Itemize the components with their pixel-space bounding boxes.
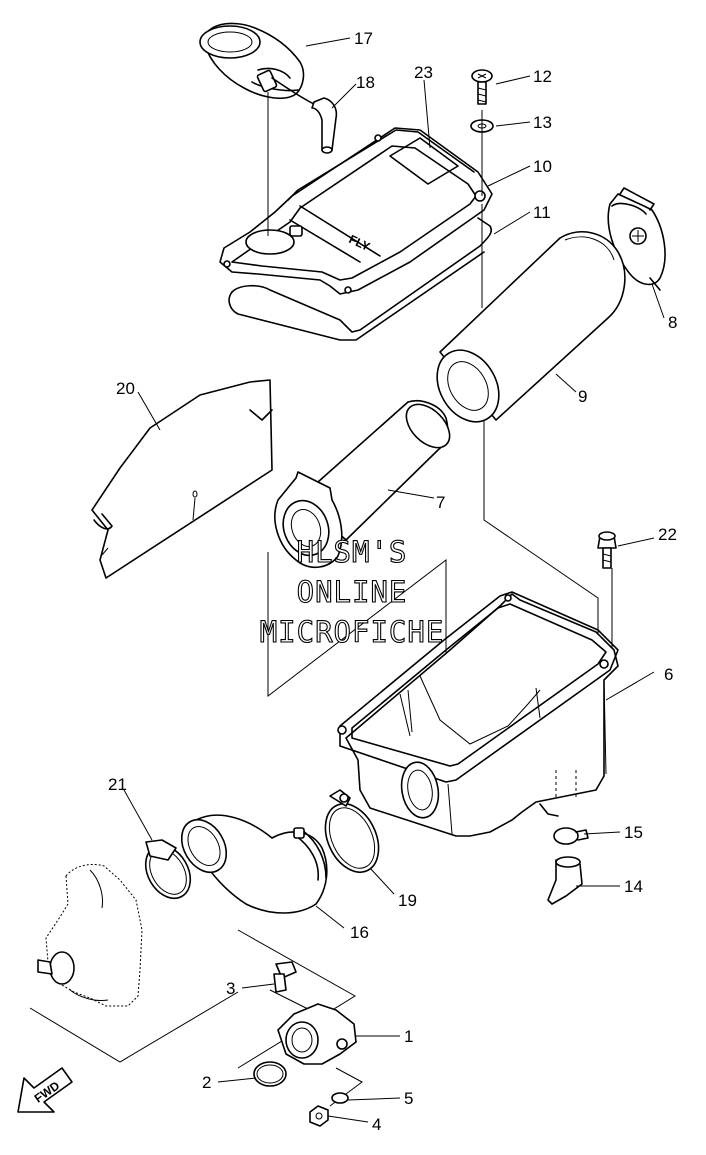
callout-16: 16 [350, 923, 369, 942]
part-18-breather-hose [271, 77, 338, 154]
part-11-gasket [228, 217, 493, 341]
part-3-bolt [273, 961, 297, 993]
part-9-filter-element [436, 231, 626, 423]
part-15-clamp [553, 827, 589, 845]
engine-outline [37, 863, 143, 1007]
callout-13: 13 [533, 113, 552, 132]
callout-17: 17 [354, 29, 373, 48]
callout-18: 18 [356, 73, 375, 92]
part-22-bolt [597, 531, 617, 569]
callout-23: 23 [414, 63, 433, 82]
callout-14: 14 [624, 877, 643, 896]
callout-19: 19 [398, 891, 417, 910]
callout-15: 15 [624, 823, 643, 842]
part-1-joint [277, 1003, 357, 1065]
callout-6: 6 [664, 665, 673, 684]
callout-3: 3 [226, 979, 235, 998]
part-12-screw [471, 69, 493, 105]
part-7-joint [274, 400, 451, 568]
callout-2: 2 [202, 1073, 211, 1092]
part-2-o-ring [253, 1061, 287, 1087]
callout-7: 7 [436, 493, 445, 512]
assembly-lines [29, 92, 613, 1107]
callout-4: 4 [372, 1115, 381, 1134]
callout-labels: 17 18 23 12 13 10 11 8 9 20 7 22 6 21 15… [108, 29, 677, 1134]
callout-5: 5 [404, 1089, 413, 1108]
watermark: HLSM'S ONLINE MICROFICHE [259, 534, 445, 649]
callout-8: 8 [668, 313, 677, 332]
callout-21: 21 [108, 775, 127, 794]
part-19-band [324, 789, 380, 873]
callout-11: 11 [533, 203, 551, 222]
watermark-line-1: HLSM'S [297, 535, 408, 569]
callout-22: 22 [658, 525, 677, 544]
part-6-air-cleaner-case [337, 591, 619, 837]
callout-1: 1 [404, 1027, 413, 1046]
part-4-nut [309, 1105, 329, 1127]
callout-10: 10 [533, 157, 552, 176]
fwd-arrow-icon: FWD [17, 1067, 73, 1113]
part-14-drain-plug [547, 856, 583, 905]
part-10-air-cleaner-cover: FLY [219, 127, 493, 295]
callout-9: 9 [578, 387, 587, 406]
watermark-line-3: MICROFICHE [260, 615, 445, 649]
callout-20: 20 [116, 379, 135, 398]
part-5-washer [331, 1092, 349, 1104]
callout-leaders [123, 37, 665, 1123]
part-16-intake-joint [180, 814, 328, 914]
watermark-line-2: ONLINE [297, 575, 408, 609]
part-17-intake-duct [199, 22, 305, 100]
callout-12: 12 [533, 67, 552, 86]
part-21-band [144, 839, 192, 900]
part-20-side-panel [91, 379, 273, 579]
